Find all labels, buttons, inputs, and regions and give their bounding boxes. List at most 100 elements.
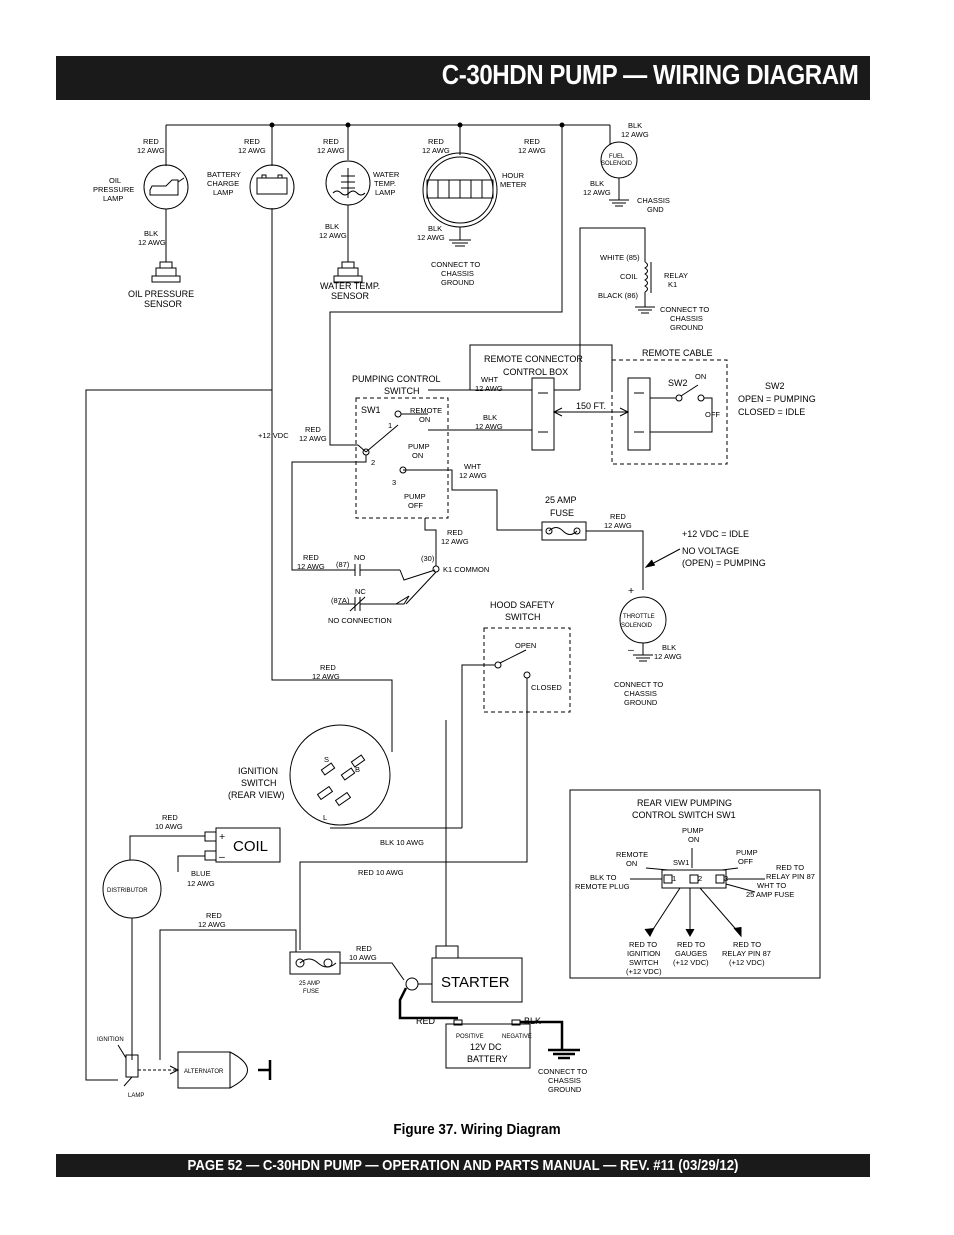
svg-text:RED TO: RED TO xyxy=(776,863,804,872)
svg-text:RED: RED xyxy=(524,137,540,146)
svg-text:BLUE: BLUE xyxy=(191,869,211,878)
svg-text:RED: RED xyxy=(356,944,372,953)
hour-meter: BLK 12 AWG xyxy=(417,152,498,247)
svg-text:WHT: WHT xyxy=(464,462,481,471)
hood-safety-switch xyxy=(299,627,571,950)
idle-arrow xyxy=(644,548,681,568)
svg-text:25 AMP FUSE: 25 AMP FUSE xyxy=(746,890,794,899)
svg-text:BLK: BLK xyxy=(144,229,158,238)
svg-text:RED: RED xyxy=(610,512,626,521)
svg-text:WATER: WATER xyxy=(373,170,400,179)
svg-text:12 AWG: 12 AWG xyxy=(604,521,632,530)
fuel-solenoid: FUEL SOLENOID BLK 12 AWG CHASSIS GND xyxy=(583,141,670,214)
svg-text:STARTER: STARTER xyxy=(441,974,510,991)
svg-text:CHARGE: CHARGE xyxy=(207,179,239,188)
svg-text:WHITE (85): WHITE (85) xyxy=(600,253,640,262)
svg-text:LAMP: LAMP xyxy=(213,188,233,197)
svg-text:SENSOR: SENSOR xyxy=(144,299,183,309)
svg-text:GAUGES: GAUGES xyxy=(675,949,707,958)
svg-text:OPEN: OPEN xyxy=(515,641,536,650)
svg-text:K1 COMMON: K1 COMMON xyxy=(443,565,489,574)
svg-text:+: + xyxy=(219,831,225,843)
svg-text:RED: RED xyxy=(143,137,159,146)
svg-text:–: – xyxy=(628,644,634,656)
svg-text:(OPEN) = PUMPING: (OPEN) = PUMPING xyxy=(682,558,766,568)
ignition-switch-label: IGNITION SWITCH (REAR VIEW) S B L RED 12… xyxy=(228,663,424,877)
svg-text:CHASSIS: CHASSIS xyxy=(441,269,474,278)
svg-text:NO VOLTAGE: NO VOLTAGE xyxy=(682,546,739,556)
svg-text:RED: RED xyxy=(416,1016,436,1026)
svg-text:12 AWG: 12 AWG xyxy=(138,238,166,247)
svg-text:25 AMP: 25 AMP xyxy=(299,981,320,987)
svg-text:12 AWG: 12 AWG xyxy=(583,188,611,197)
svg-text:RELAY PIN 87: RELAY PIN 87 xyxy=(766,872,815,881)
svg-text:WHT: WHT xyxy=(481,375,498,384)
svg-text:BATTERY: BATTERY xyxy=(207,170,241,179)
svg-text:COIL: COIL xyxy=(233,838,268,855)
svg-text:12 AWG: 12 AWG xyxy=(137,146,165,155)
svg-text:12 AWG: 12 AWG xyxy=(187,879,215,888)
svg-text:RELAY: RELAY xyxy=(664,271,688,280)
ignition-coil xyxy=(129,827,281,872)
footer-banner: PAGE 52 — C-30HDN PUMP — OPERATION AND P… xyxy=(56,1154,870,1177)
svg-text:12 AWG: 12 AWG xyxy=(297,562,325,571)
svg-text:NO CONNECTION: NO CONNECTION xyxy=(328,616,392,625)
oil-pressure-lamp-label: OIL PRESSURE LAMP xyxy=(93,176,134,203)
svg-text:+: + xyxy=(628,585,634,597)
ignition-coil-label: COIL + – RED 10 AWG BLUE 12 AWG xyxy=(155,813,268,888)
svg-text:PUMPING CONTROL: PUMPING CONTROL xyxy=(352,374,441,384)
water-temp-lamp-label: WATER TEMP. LAMP xyxy=(373,170,400,197)
svg-text:1: 1 xyxy=(672,874,676,883)
svg-text:BATTERY: BATTERY xyxy=(467,1054,508,1064)
svg-text:12 AWG: 12 AWG xyxy=(518,146,546,155)
svg-text:NEGATIVE: NEGATIVE xyxy=(502,1034,532,1040)
bus-wire-labels: RED 12 AWG RED 12 AWG RED 12 AWG RED 12 … xyxy=(137,121,649,155)
svg-text:SW1: SW1 xyxy=(673,858,689,867)
svg-text:RED: RED xyxy=(244,137,260,146)
svg-text:3: 3 xyxy=(724,874,728,883)
svg-text:WATER TEMP.: WATER TEMP. xyxy=(320,281,380,291)
ignition-switch xyxy=(271,390,462,946)
svg-text:HOUR: HOUR xyxy=(502,171,525,180)
svg-text:RED 10 AWG: RED 10 AWG xyxy=(358,868,404,877)
svg-text:RED: RED xyxy=(303,553,319,562)
svg-text:REMOTE PLUG: REMOTE PLUG xyxy=(575,882,630,891)
svg-text:FUSE: FUSE xyxy=(550,508,574,518)
svg-text:PUMP: PUMP xyxy=(404,492,426,501)
svg-text:CHASSIS: CHASSIS xyxy=(637,196,670,205)
svg-text:LAMP: LAMP xyxy=(375,188,395,197)
oil-pressure-sensor-icon xyxy=(151,261,181,283)
svg-text:ON: ON xyxy=(419,415,430,424)
svg-text:B: B xyxy=(355,765,360,774)
svg-text:ON: ON xyxy=(626,859,637,868)
svg-text:ON: ON xyxy=(412,451,423,460)
svg-text:CHASSIS: CHASSIS xyxy=(670,314,703,323)
svg-text:ALTERNATOR: ALTERNATOR xyxy=(184,1069,224,1075)
svg-text:OFF: OFF xyxy=(738,857,753,866)
svg-text:SW2: SW2 xyxy=(668,378,688,388)
water-temp-sensor-icon xyxy=(333,261,363,283)
header-banner: C-30HDN PUMP — WIRING DIAGRAM xyxy=(56,56,870,100)
svg-text:CONNECT TO: CONNECT TO xyxy=(538,1067,587,1076)
svg-text:OFF: OFF xyxy=(705,410,720,419)
svg-text:OIL: OIL xyxy=(109,176,121,185)
svg-text:BLACK (86): BLACK (86) xyxy=(598,291,639,300)
svg-text:REMOTE: REMOTE xyxy=(616,850,648,859)
relay-k1-contacts-label: NO (87) RED 12 AWG (30) K1 COMMON RED 12… xyxy=(297,528,489,625)
oil-pressure-lamp: BLK 12 AWG xyxy=(138,164,189,262)
svg-text:ON: ON xyxy=(688,835,699,844)
pumping-control-switch xyxy=(291,397,542,571)
svg-text:CLOSED: CLOSED xyxy=(531,683,562,692)
svg-text:25 AMP: 25 AMP xyxy=(545,495,577,505)
svg-text:GROUND: GROUND xyxy=(624,698,658,707)
svg-text:SWITCH: SWITCH xyxy=(241,778,277,788)
svg-text:BLK: BLK xyxy=(628,121,642,130)
svg-text:IGNITION: IGNITION xyxy=(627,949,660,958)
svg-text:12 AWG: 12 AWG xyxy=(299,434,327,443)
svg-text:SWITCH: SWITCH xyxy=(505,612,541,622)
distributor: DISTRIBUTOR xyxy=(102,859,162,1060)
svg-text:PUMP: PUMP xyxy=(408,442,430,451)
svg-text:RED TO: RED TO xyxy=(629,940,657,949)
svg-text:CHASSIS: CHASSIS xyxy=(624,689,657,698)
svg-text:IGNITION: IGNITION xyxy=(238,766,278,776)
